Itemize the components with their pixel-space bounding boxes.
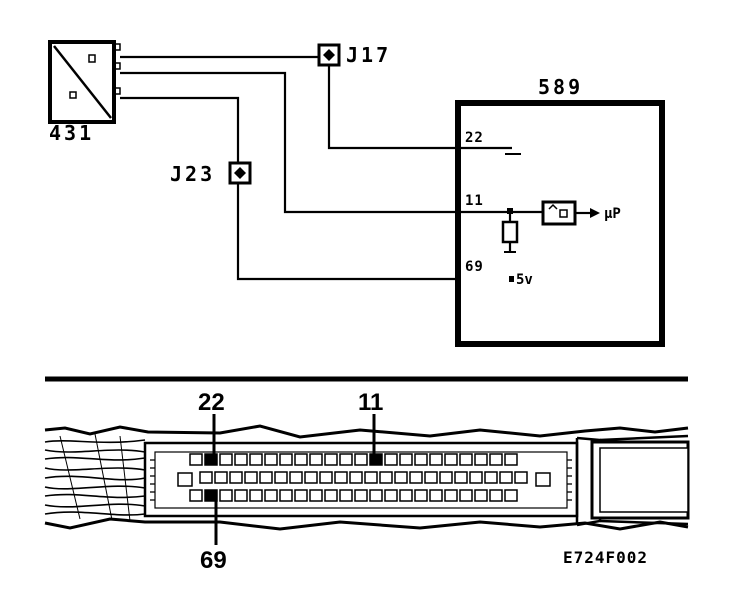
sensor-431 <box>48 40 121 124</box>
connector-pin <box>414 453 428 466</box>
connector-pin <box>319 471 333 484</box>
wire-bundle-icon <box>44 433 146 522</box>
junction-j23-label: J23 <box>170 162 215 186</box>
connector-pin <box>264 489 278 502</box>
connector-pin <box>354 489 368 502</box>
connector-pin <box>459 489 473 502</box>
connector-pin <box>189 453 203 466</box>
connector-pin <box>354 453 368 466</box>
pin-22-label: 22 <box>465 130 484 146</box>
connector-pin <box>474 489 488 502</box>
connector-pin <box>394 471 408 484</box>
connector-pin <box>199 471 213 484</box>
input-circuit <box>460 200 600 253</box>
connector-pin <box>289 471 303 484</box>
arrow-right-icon <box>590 208 600 218</box>
connector-pin <box>349 471 363 484</box>
supply-label: 5v <box>516 272 533 288</box>
connector-pin <box>264 453 278 466</box>
connector-pin <box>439 471 453 484</box>
connector-pin <box>514 471 528 484</box>
connector-pin <box>324 489 338 502</box>
connector-pin <box>409 471 423 484</box>
connector-pin <box>294 453 308 466</box>
connector-pin <box>214 471 228 484</box>
pin-11-label: 11 <box>465 193 484 209</box>
buffer-icon <box>541 200 577 226</box>
sensor-label: 431 <box>49 121 94 145</box>
connector-pin <box>229 471 243 484</box>
connector-pin <box>369 453 383 466</box>
connector-pin <box>499 471 513 484</box>
resistor-icon <box>501 220 519 244</box>
connector-pin <box>219 453 233 466</box>
connector-pin <box>489 489 503 502</box>
connector-pin <box>274 471 288 484</box>
connector-pin <box>309 489 323 502</box>
micro-label: µP <box>604 206 621 222</box>
connector-pin-grid <box>177 453 551 502</box>
connector-pin <box>339 453 353 466</box>
connector-pin <box>444 453 458 466</box>
ecu-label: 589 <box>538 75 583 99</box>
connector-pin-22-label: 22 <box>198 389 225 416</box>
connector-pin <box>294 489 308 502</box>
connector-pin <box>414 489 428 502</box>
ecu-589 <box>455 100 665 347</box>
connector-pin-11-label: 11 <box>358 389 383 416</box>
connector-pin <box>459 453 473 466</box>
connector-pin <box>489 453 503 466</box>
connector-pin <box>234 489 248 502</box>
connector-pin <box>219 489 233 502</box>
connector-pin <box>234 453 248 466</box>
connector-pin <box>384 489 398 502</box>
connector-pin <box>469 471 483 484</box>
ground-symbol <box>460 146 521 155</box>
connector-pin <box>279 453 293 466</box>
junction-j23 <box>228 161 252 185</box>
connector-pin <box>369 489 383 502</box>
connector-pin <box>324 453 338 466</box>
connector-pin <box>204 453 218 466</box>
junction-j17-label: J17 <box>346 43 391 67</box>
connector-pin <box>309 453 323 466</box>
connector-pin <box>384 453 398 466</box>
connector-view <box>44 424 690 531</box>
connector-pin <box>249 489 263 502</box>
connector-pin <box>304 471 318 484</box>
pin-69-label: 69 <box>465 259 484 275</box>
connector-pin <box>429 453 443 466</box>
connector-pin <box>504 489 518 502</box>
connector-pin <box>504 453 518 466</box>
connector-pin <box>474 453 488 466</box>
connector-pin <box>279 489 293 502</box>
connector-pin <box>244 471 258 484</box>
connector-end-pin <box>535 472 551 487</box>
connector-pin <box>334 471 348 484</box>
connector-pin <box>339 489 353 502</box>
connector-pin <box>444 489 458 502</box>
connector-pin <box>364 471 378 484</box>
connector-pin <box>399 489 413 502</box>
connector-pin <box>429 489 443 502</box>
connector-end-pin <box>177 472 193 487</box>
connector-pin <box>484 471 498 484</box>
supply-terminal <box>509 276 514 282</box>
connector-pin <box>204 489 218 502</box>
figure-code: E724F002 <box>563 548 648 567</box>
connector-pin <box>379 471 393 484</box>
connector-pin <box>399 453 413 466</box>
connector-pin <box>259 471 273 484</box>
wires <box>120 55 460 281</box>
junction-j17 <box>317 43 341 67</box>
connector-pin <box>424 471 438 484</box>
connector-pin-69-label: 69 <box>200 547 227 574</box>
connector-pin <box>189 489 203 502</box>
connector-pin <box>249 453 263 466</box>
connector-pin <box>454 471 468 484</box>
